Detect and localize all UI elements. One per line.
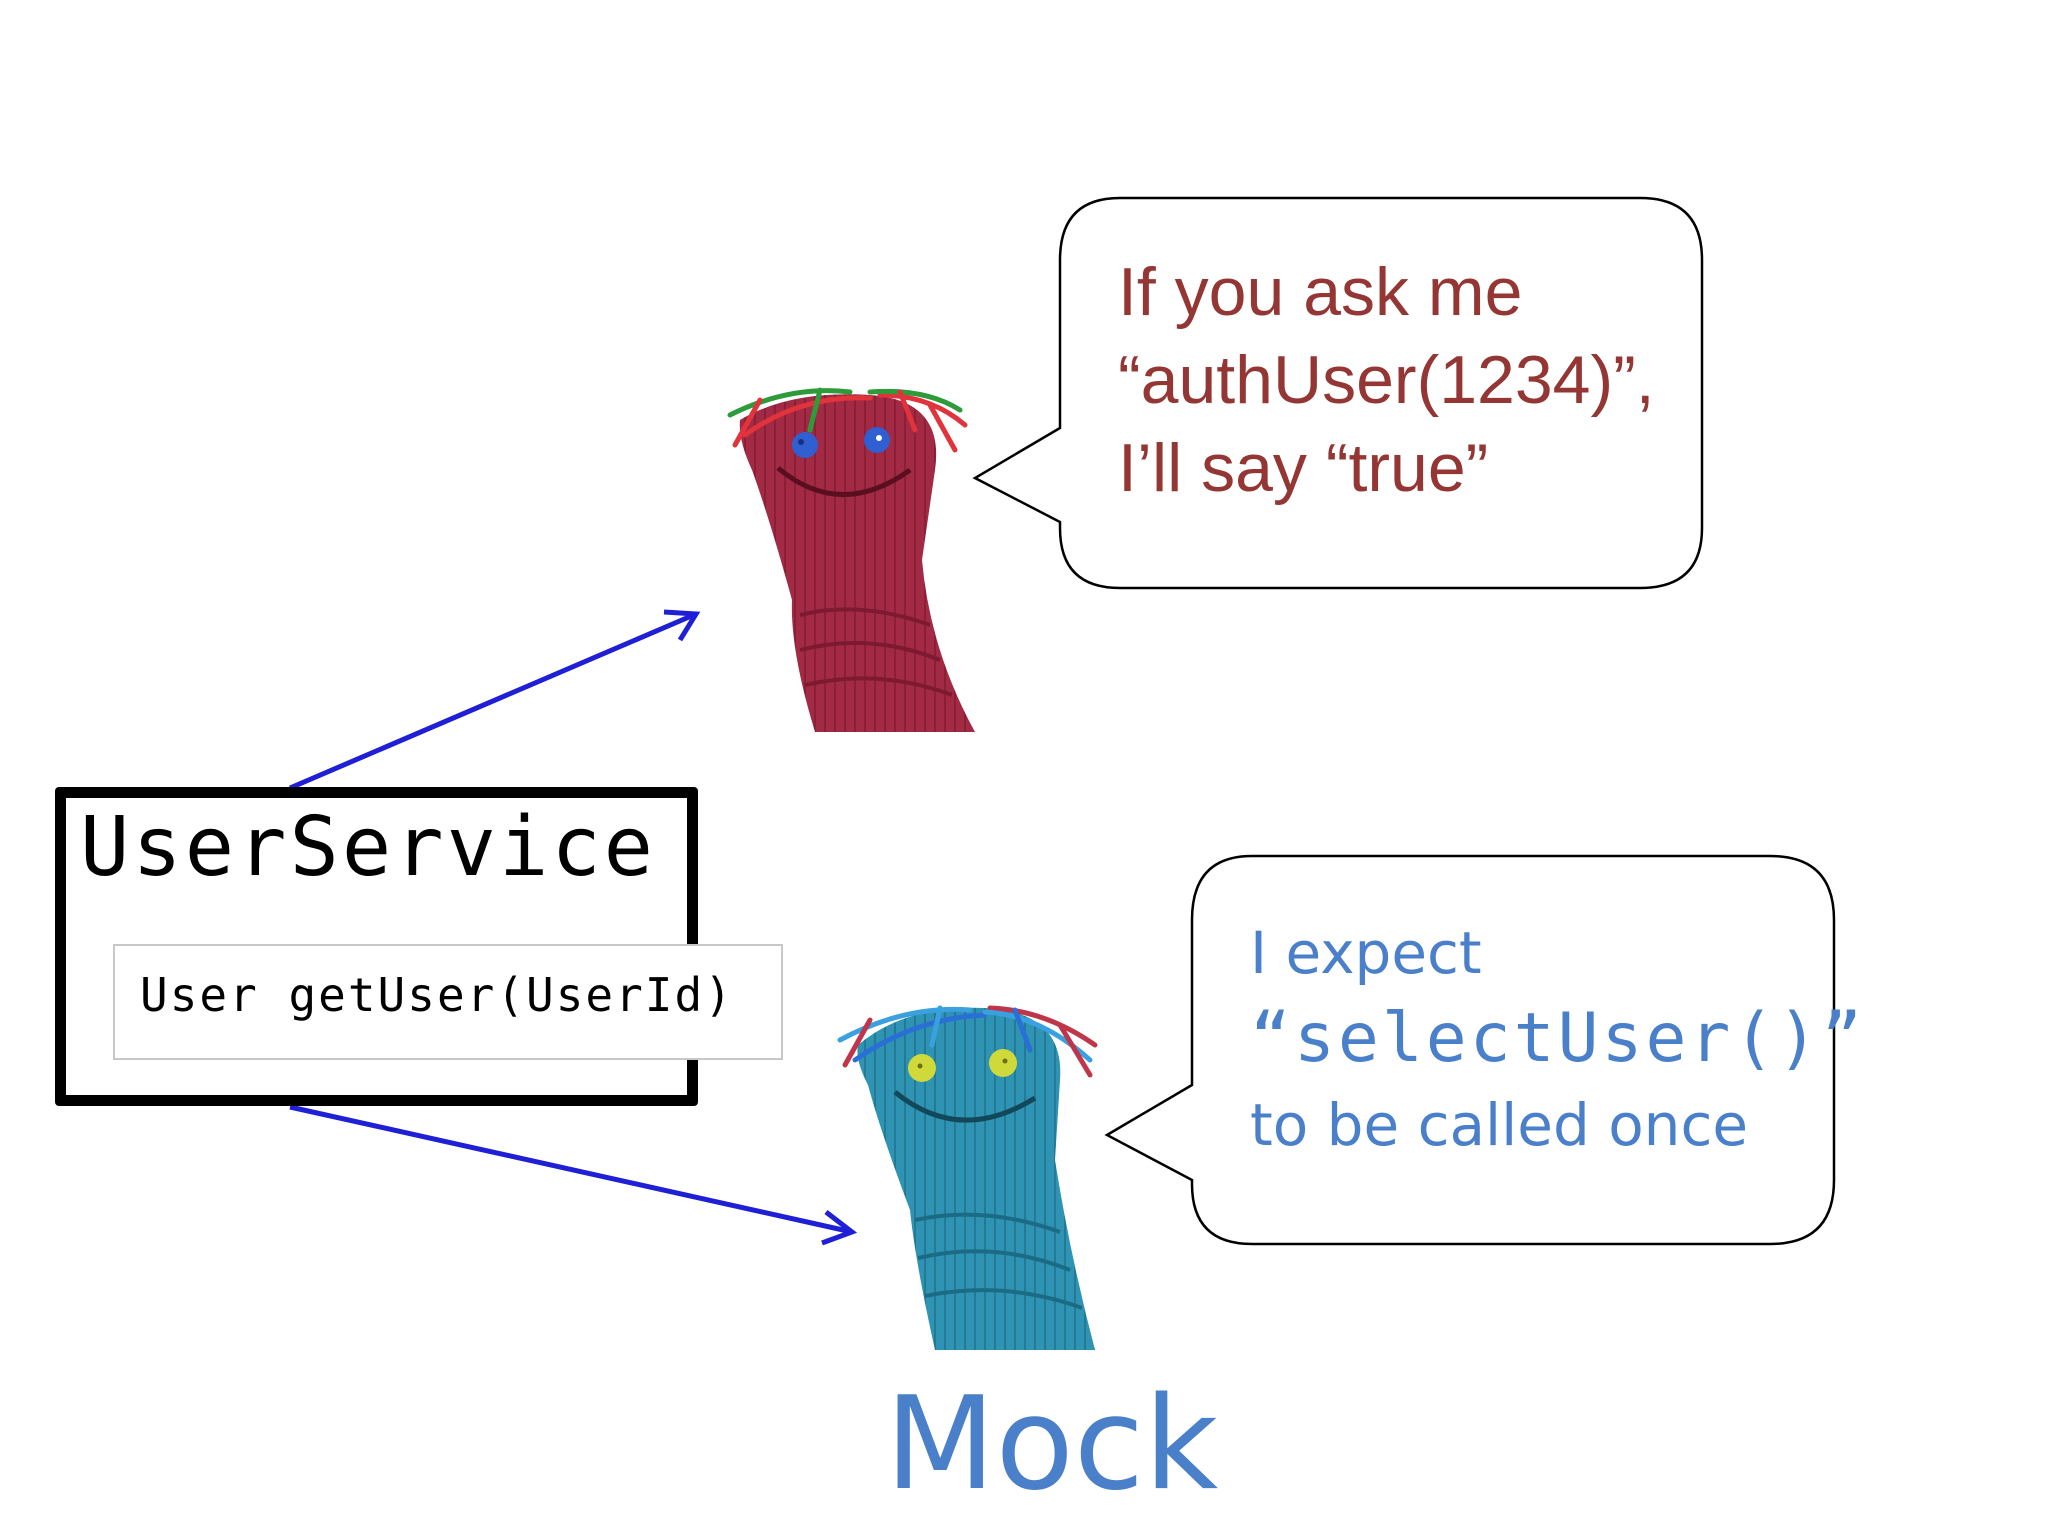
blue-sock-puppet xyxy=(837,1005,1098,1350)
stub-bubble-text: If you ask me “authUser(1234)”, I’ll say… xyxy=(1118,248,1655,512)
mock-label: Mock xyxy=(885,1370,1219,1519)
speech-bubble-stub xyxy=(972,196,1704,590)
mock-bubble-line: to be called once xyxy=(1250,1091,1749,1159)
stub-bubble-line: “authUser(1234)”, xyxy=(1118,342,1655,418)
arrow-to-mock xyxy=(289,1104,858,1246)
mock-bubble-text: I expect “selectUser()” to be called onc… xyxy=(1250,910,1865,1168)
user-service-title: UserService xyxy=(80,800,657,895)
mock-bubble-line: I expect xyxy=(1250,919,1482,987)
stub-bubble-line: I’ll say “true” xyxy=(1118,430,1489,506)
red-sock-puppet xyxy=(727,387,975,732)
arrow-to-stub xyxy=(289,609,701,791)
method-signature: User getUser(UserId) xyxy=(140,968,734,1022)
speech-bubble-mock xyxy=(1104,854,1836,1246)
stub-bubble-line: If you ask me xyxy=(1118,254,1523,330)
mock-bubble-code-line: “selectUser()” xyxy=(1250,999,1866,1078)
method-signature-box xyxy=(113,944,783,1060)
